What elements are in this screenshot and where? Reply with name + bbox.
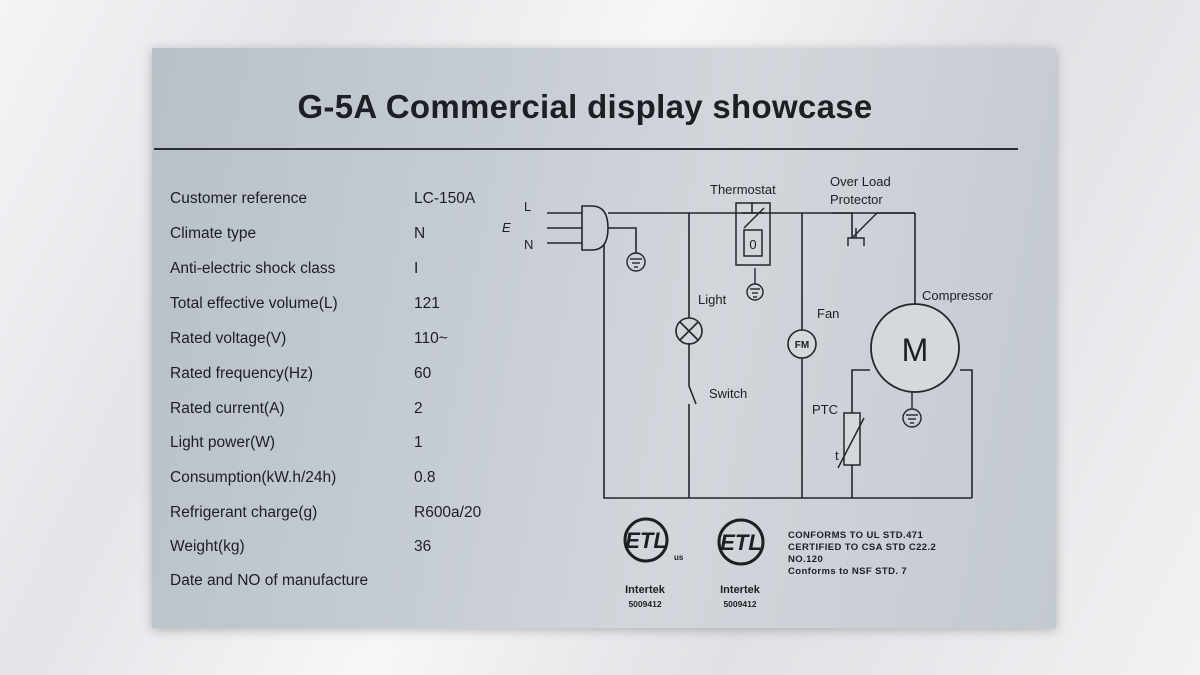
- etl-logo-text: ETL: [625, 528, 667, 553]
- thermostat-mark: 0: [749, 237, 756, 252]
- conformance-line: CONFORMS TO UL STD.471: [788, 530, 924, 541]
- etl-sanitation-logo: ETL: [717, 518, 765, 566]
- overload-label-line1: Over Load: [830, 174, 891, 189]
- spec-value-customer-reference: LC-150A: [414, 190, 476, 207]
- compressor-motor-mark: M: [902, 332, 929, 368]
- terminal-n-label: N: [524, 237, 533, 252]
- compressor-label: Compressor: [922, 288, 993, 303]
- etl-company-name: Intertek: [625, 584, 665, 596]
- overload-label-line2: Protector: [830, 192, 883, 207]
- lamp-icon: [675, 317, 703, 345]
- compressor-return: [960, 369, 973, 498]
- spec-value-current: 2: [414, 400, 423, 417]
- switch-label: Switch: [709, 386, 747, 401]
- compressor-motor-symbol: [870, 303, 960, 393]
- spec-value-shock-class: I: [414, 260, 419, 277]
- spec-label-climate-type: Climate type: [170, 225, 257, 242]
- fan-motor-mark: FM: [795, 340, 809, 351]
- ground-icon: [626, 252, 646, 272]
- terminal-l-label: L: [524, 199, 531, 214]
- conformance-line: CERTIFIED TO CSA STD C22.2: [788, 542, 937, 553]
- ptc-symbol: [837, 412, 865, 469]
- light-label: Light: [698, 292, 727, 307]
- etl-control-number: 5009412: [723, 599, 757, 609]
- spec-label-consumption: Consumption(kW.h/24h): [170, 469, 337, 486]
- neutral-bus: [603, 245, 972, 499]
- rating-label-plate: G-5A Commercial display showcase Custome…: [152, 48, 1056, 628]
- spec-label-customer-reference: Customer reference: [170, 190, 307, 207]
- spec-value-voltage: 110~: [414, 330, 448, 347]
- wiring-diagram: 0 FM M t: [502, 174, 993, 499]
- product-title: G-5A Commercial display showcase: [297, 88, 873, 125]
- spec-label-volume: Total effective volume(L): [170, 295, 338, 312]
- plug-symbol: [581, 205, 609, 251]
- spec-label-current: Rated current(A): [170, 400, 285, 417]
- spec-value-frequency: 60: [414, 365, 432, 382]
- etl-company-name: Intertek: [720, 584, 760, 596]
- spec-label-weight: Weight(kg): [170, 538, 245, 555]
- switch-symbol: [688, 385, 697, 405]
- spec-label-shock-class: Anti-electric shock class: [170, 260, 336, 277]
- spec-value-consumption: 0.8: [414, 469, 436, 486]
- spec-value-light-power: 1: [414, 434, 423, 451]
- spec-label-voltage: Rated voltage(V): [170, 330, 287, 347]
- spec-value-climate-type: N: [414, 225, 426, 242]
- thermostat-label: Thermostat: [710, 182, 776, 197]
- plug-earth-wire: [608, 227, 637, 253]
- etl-listed-logo: ETL us: [623, 517, 684, 563]
- etl-us-suffix: us: [674, 553, 684, 562]
- fan-motor-symbol: [787, 329, 817, 359]
- terminal-e-label: E: [502, 220, 511, 235]
- spec-label-light-power: Light power(W): [170, 434, 276, 451]
- ground-icon: [746, 268, 764, 301]
- overload-contact-symbol: [847, 212, 915, 246]
- spec-label-frequency: Rated frequency(Hz): [170, 365, 314, 382]
- conformance-line: Conforms to NSF STD. 7: [788, 566, 908, 577]
- ground-icon: [902, 388, 922, 428]
- spec-value-refrigerant: R600a/20: [414, 504, 482, 521]
- spec-label-manufacture: Date and NO of manufacture: [170, 572, 369, 589]
- fan-label: Fan: [817, 306, 839, 321]
- spec-value-volume: 121: [414, 295, 440, 312]
- ptc-mark: t: [835, 448, 839, 463]
- spec-label-refrigerant: Refrigerant charge(g): [170, 504, 318, 521]
- title-divider: [154, 148, 1018, 150]
- ptc-label: PTC: [812, 402, 838, 417]
- conformance-line: NO.120: [788, 554, 824, 565]
- spec-value-weight: 36: [414, 538, 432, 555]
- etl-control-number: 5009412: [628, 599, 662, 609]
- etl-logo-text: ETL: [720, 530, 762, 555]
- thermostat-symbol: [735, 202, 771, 266]
